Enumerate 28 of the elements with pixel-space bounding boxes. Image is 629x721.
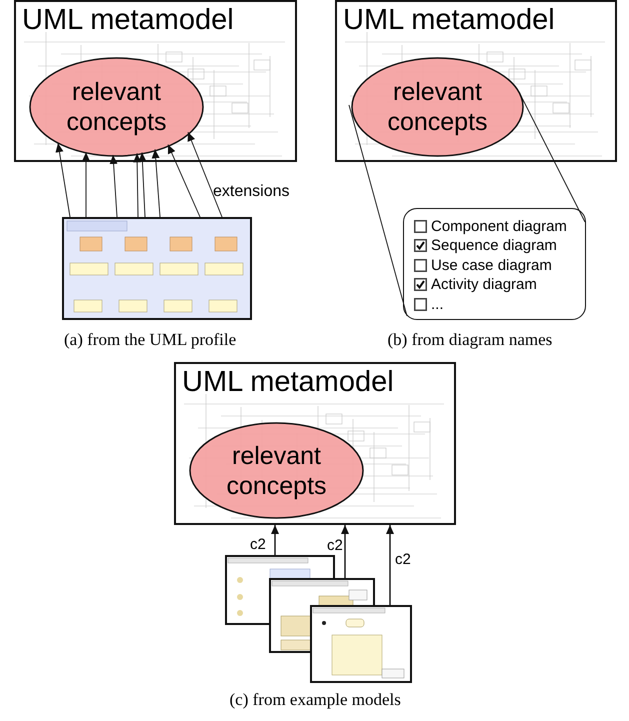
arrow bbox=[168, 144, 200, 218]
arrow bbox=[110, 154, 118, 218]
arrow bbox=[386, 525, 394, 605]
list-item: Activity diagram bbox=[431, 276, 537, 293]
connector-line bbox=[348, 104, 408, 316]
figure-caption: (b) from diagram names bbox=[388, 330, 552, 350]
list-item: Sequence diagram bbox=[431, 237, 557, 254]
arrow bbox=[152, 148, 160, 218]
list-item: ... bbox=[431, 296, 444, 312]
node-label: relevant concepts bbox=[225, 440, 328, 500]
connector-line bbox=[518, 92, 586, 222]
panel-title: UML metamodel bbox=[22, 4, 234, 37]
figure-caption: (c) from example models bbox=[230, 690, 401, 710]
arrow bbox=[271, 525, 279, 555]
list-item: Use case diagram bbox=[431, 256, 552, 274]
arrow bbox=[341, 525, 349, 578]
arrow bbox=[188, 132, 222, 218]
arrow bbox=[82, 152, 90, 218]
panel-title: UML metamodel bbox=[182, 366, 394, 399]
arrow bbox=[133, 152, 142, 218]
list-item: Component diagram bbox=[431, 218, 567, 234]
annotation-text: extensions bbox=[213, 183, 290, 201]
arrow bbox=[56, 142, 70, 218]
figure-caption: (a) from the UML profile bbox=[64, 330, 236, 350]
node-label: relevant concepts bbox=[386, 77, 489, 137]
panel-title: UML metamodel bbox=[343, 4, 555, 37]
arrow bbox=[138, 152, 146, 218]
node-label: relevant concepts bbox=[65, 77, 168, 137]
